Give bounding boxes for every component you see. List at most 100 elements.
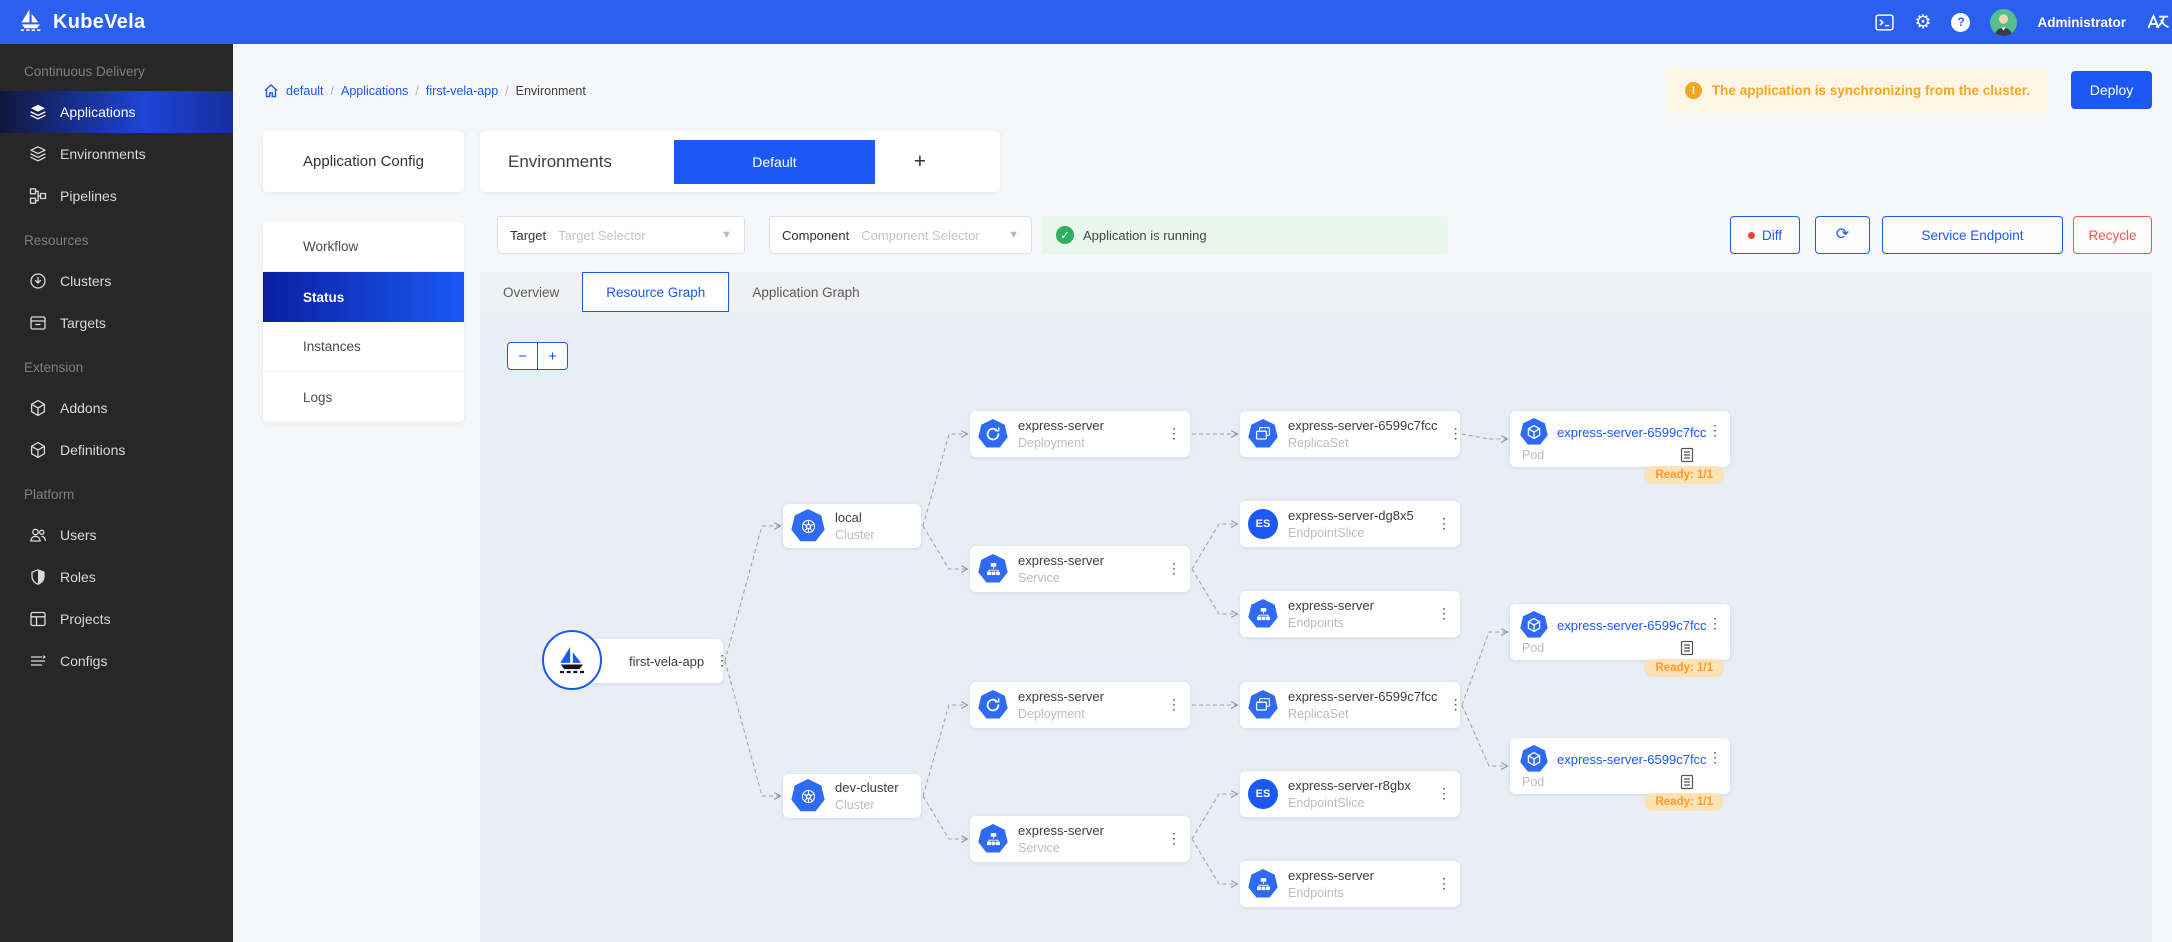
diff-button[interactable]: Diff [1730,216,1800,254]
sidebar-item-applications[interactable]: Applications [0,91,233,133]
node-menu-dots[interactable]: ⋮ [1167,696,1181,713]
avatar[interactable] [1990,8,2018,36]
node-menu-dots[interactable]: ⋮ [1167,560,1181,577]
graph-edge [922,795,967,839]
language-icon[interactable] [2146,10,2170,34]
sidebar-item-users[interactable]: Users [0,514,233,556]
breadcrumb: default/Applications/first-vela-app/Envi… [263,83,586,99]
zoom-out-button[interactable]: − [507,342,538,370]
node-title-link[interactable]: express-server-6599c7fcc [1557,424,1707,440]
graph-node-application[interactable]: first-vela-app⋮ [587,639,729,683]
sidebar-item-environments[interactable]: Environments [0,133,233,175]
node-title-link[interactable]: express-server-6599c7fcc [1557,751,1707,767]
node-kind: ReplicaSet [1288,436,1349,450]
sidebar-item-targets[interactable]: Targets [0,302,233,344]
submenu-item-instances[interactable]: Instances [263,322,464,372]
kubevela-logo[interactable]: KubeVela [18,7,145,38]
pipeline-icon [29,187,47,205]
sidebar-group-label: Resources [24,233,89,248]
node-menu-dots[interactable]: ⋮ [1437,875,1451,892]
node-menu-dots[interactable]: ⋮ [1448,425,1463,442]
node-menu-dots[interactable]: ⋮ [1708,615,1722,631]
breadcrumb-link[interactable]: first-vela-app [425,84,499,98]
node-menu-dots[interactable]: ⋮ [715,652,730,669]
sidebar-item-configs[interactable]: Configs [0,640,233,682]
submenu-item-workflow[interactable]: Workflow [263,222,464,272]
node-menu-dots[interactable]: ⋮ [1437,785,1451,802]
sidebar-item-projects[interactable]: Projects [0,598,233,640]
pod-log-icon[interactable] [1680,640,1694,656]
breadcrumb-current: Environment [515,84,586,98]
package-cube-icon [29,399,47,417]
application-status-chip: ✓ Application is running [1042,216,1448,254]
username-label[interactable]: Administrator [2037,14,2126,30]
submenu-item-logs[interactable]: Logs [303,389,333,405]
terminal-icon[interactable] [1875,13,1895,32]
tab-application-graph[interactable]: Application Graph [752,284,860,300]
help-icon[interactable]: ? [1951,12,1971,32]
tab-resource-graph[interactable]: Resource Graph [582,272,730,312]
node-menu-dots[interactable]: ⋮ [1437,515,1451,532]
home-icon[interactable] [263,83,279,99]
tab-overview[interactable]: Overview [503,284,560,300]
node-title: express-server [1288,598,1374,613]
breadcrumb-link[interactable]: default [286,84,324,98]
target-selector[interactable]: Target Target Selector ▼ [497,216,745,254]
node-menu-dots[interactable]: ⋮ [1167,425,1181,442]
node-title-link[interactable]: express-server-6599c7fcc [1557,617,1707,633]
zoom-in-button[interactable]: + [537,342,568,370]
pod-log-icon[interactable] [1680,447,1694,463]
package-cube-icon [29,441,47,459]
sidebar-item-definitions[interactable]: Definitions [0,429,233,471]
node-menu-dots[interactable]: ⋮ [1708,422,1722,438]
refresh-button[interactable]: ⟳ [1815,216,1870,254]
add-environment-button[interactable]: + [913,149,927,173]
node-title: express-server [1018,689,1104,704]
service-endpoint-button[interactable]: Service Endpoint [1882,216,2063,254]
component-selector[interactable]: Component Component Selector ▼ [769,216,1032,254]
application-config-card[interactable]: Application Config [263,131,464,192]
settings-gear-icon[interactable]: ⚙ [1914,11,1932,33]
deploy-button[interactable]: Deploy [2071,71,2152,109]
sidebar-item-label: Environments [60,146,146,162]
sidebar-item-clusters[interactable]: Clusters [0,260,233,302]
node-menu-dots[interactable]: ⋮ [1708,749,1722,765]
pod-icon [1520,745,1548,772]
environment-tab-default[interactable]: Default [673,139,875,184]
node-menu-dots[interactable]: ⋮ [1437,605,1451,622]
warning-icon: ! [1684,82,1702,99]
sidebar-item-pipelines[interactable]: Pipelines [0,175,233,217]
pod-icon [1520,418,1548,445]
pod-log-icon[interactable] [1680,774,1694,790]
service-icon [978,824,1008,853]
breadcrumb-link[interactable]: Applications [341,84,409,98]
application-root-node[interactable] [542,630,602,690]
graph-edge [1191,838,1237,884]
sidebar-item-roles[interactable]: Roles [0,556,233,598]
sidebar-item-addons[interactable]: Addons [0,387,233,429]
node-menu-dots[interactable]: ⋮ [1167,830,1181,847]
app-title: KubeVela [53,10,146,33]
recycle-button[interactable]: Recycle [2073,216,2152,254]
node-menu-dots[interactable]: ⋮ [1448,696,1463,713]
node-kind: Pod [1522,448,1545,462]
node-title: express-server [1018,823,1104,838]
submenu-item-status[interactable]: Status [263,272,464,322]
